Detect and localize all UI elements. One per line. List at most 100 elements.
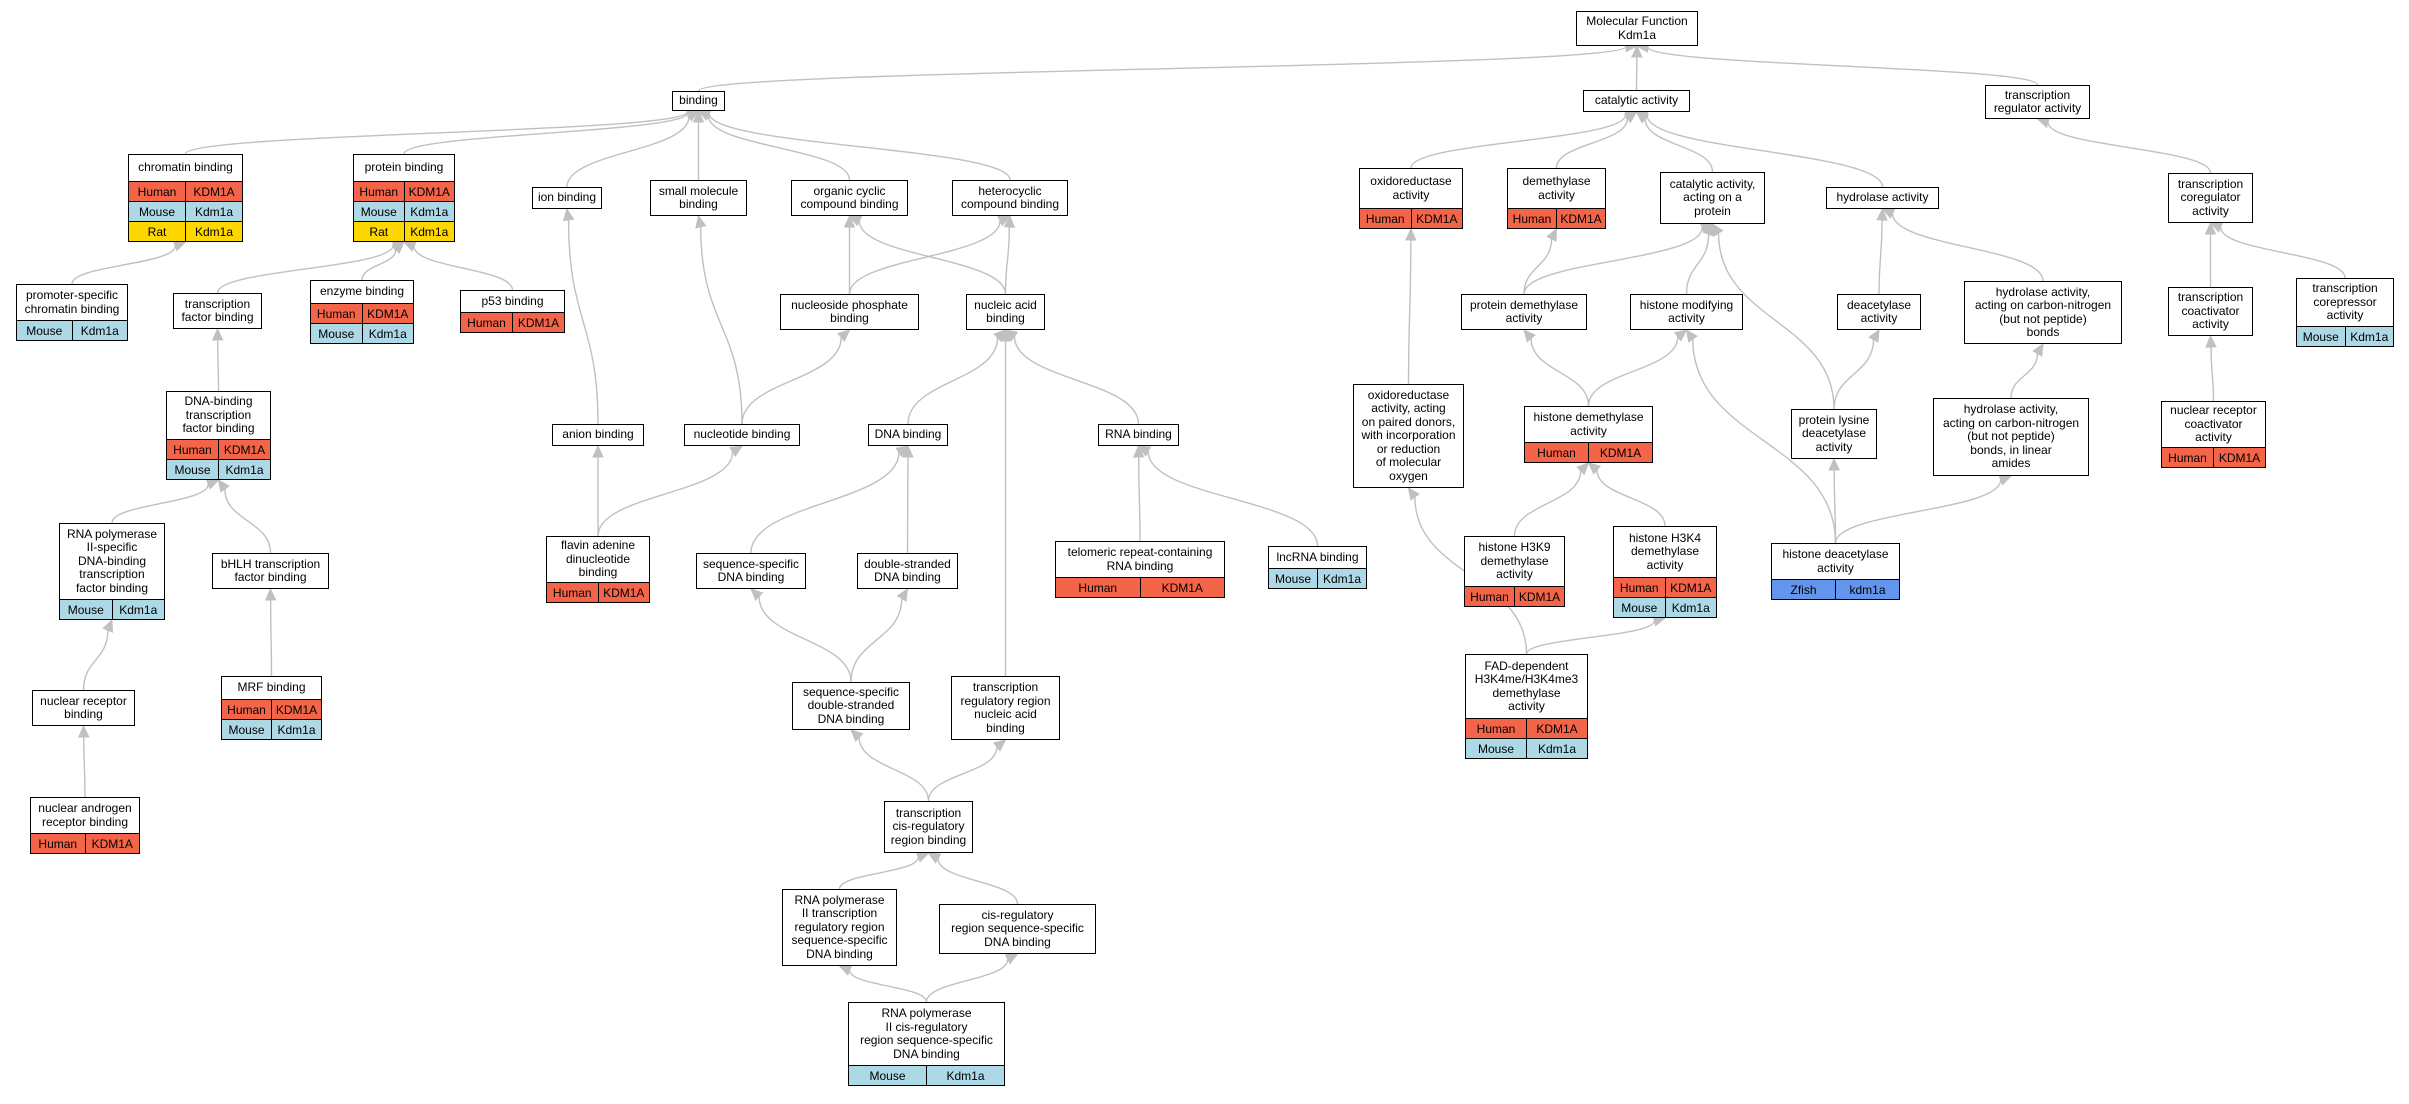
edge-histdemeth-to-protdemeth: [1531, 338, 1588, 406]
go-term-label: FAD-dependent H3K4me/H3K4me3 demethylase…: [1466, 655, 1587, 718]
edge-nucacid-to-hetero: [1006, 227, 1010, 294]
edge-demeth-to-catalytic: [1557, 118, 1628, 168]
go-term-node-dna[interactable]: DNA binding: [868, 424, 948, 446]
go-term-label: p53 binding: [461, 291, 564, 312]
go-term-label: RNA polymerase II cis-regulatory region …: [849, 1003, 1004, 1065]
go-term-label: nuclear androgen receptor binding: [31, 798, 139, 833]
go-term-label: protein demethylase activity: [1462, 295, 1586, 329]
go-term-node-smallmol[interactable]: small molecule binding: [650, 180, 747, 216]
species-label: Human: [1056, 578, 1140, 597]
go-term-node-trcoreg[interactable]: transcription coregulator activity: [2168, 173, 2253, 223]
edge-hydrocnlin-to-hydrocn: [2011, 353, 2037, 398]
arrowhead: [173, 241, 185, 250]
go-term-label: DNA binding: [869, 425, 947, 445]
go-term-node-fadh3k4[interactable]: FAD-dependent H3K4me/H3K4me3 demethylase…: [1465, 654, 1588, 759]
go-term-node-seqdna[interactable]: sequence-specific DNA binding: [696, 553, 806, 589]
go-term-label: sequence-specific DNA binding: [697, 554, 805, 588]
go-term-node-nucacid[interactable]: nucleic acid binding: [966, 294, 1045, 330]
gene-label: KDM1A: [2213, 448, 2265, 467]
go-term-node-binding[interactable]: binding: [672, 91, 725, 111]
go-term-node-ion[interactable]: ion binding: [532, 187, 602, 209]
species-label: Human: [167, 440, 218, 459]
go-term-node-rnapol2reg[interactable]: RNA polymerase II transcription regulato…: [782, 889, 897, 966]
edge-h3k4-to-histdemeth: [1597, 470, 1665, 526]
arrowhead: [213, 329, 223, 340]
species-label: Mouse: [1614, 598, 1665, 617]
go-term-node-anion[interactable]: anion binding: [552, 424, 644, 446]
edge-rnapol2cis-to-rnapol2reg: [850, 970, 927, 1002]
arrowhead: [994, 740, 1006, 751]
go-term-node-hydro[interactable]: hydrolase activity: [1826, 187, 1939, 209]
edge-nucrec_coact-to-trcoact: [2211, 347, 2213, 401]
go-term-label: histone modifying activity: [1631, 295, 1742, 329]
go-term-node-bhlh[interactable]: bHLH transcription factor binding: [212, 553, 329, 589]
go-term-label: protein binding: [354, 155, 454, 181]
go-term-node-rnapol2cis[interactable]: RNA polymerase II cis-regulatory region …: [848, 1002, 1005, 1086]
go-term-node-rna[interactable]: RNA binding: [1098, 424, 1179, 446]
go-term-node-rnapol2tf[interactable]: RNA polymerase II-specific DNA-binding t…: [59, 523, 165, 620]
gene-label: kdm1a: [1835, 580, 1899, 599]
go-term-node-dnatf[interactable]: DNA-binding transcription factor binding…: [166, 391, 271, 480]
go-term-node-histmod[interactable]: histone modifying activity: [1630, 294, 1743, 330]
arrowhead: [103, 620, 112, 632]
go-term-label: nucleotide binding: [685, 425, 799, 445]
go-term-node-deacet[interactable]: deacetylase activity: [1837, 294, 1921, 330]
edge-histdeacet-to-hydrocnlin: [1836, 480, 2001, 543]
go-term-node-trreg[interactable]: transcription regulator activity: [1985, 85, 2090, 119]
go-term-node-hetero[interactable]: heterocyclic compound binding: [952, 180, 1068, 216]
edge-seqdsdna-to-seqdna: [759, 596, 851, 682]
edge-dna-to-nucacid: [908, 338, 998, 424]
go-term-node-nucrec[interactable]: nuclear receptor binding: [32, 690, 135, 726]
go-term-label: transcription coregulator activity: [2169, 174, 2252, 222]
edge-oxido-to-catalytic: [1411, 115, 1626, 168]
go-term-node-cisreg[interactable]: cis-regulatory region sequence-specific …: [939, 904, 1096, 954]
go-term-node-dsdna[interactable]: double-stranded DNA binding: [857, 553, 958, 589]
go-term-node-catalytic[interactable]: catalytic activity: [1583, 90, 1690, 112]
edge-hydrocn-to-hydro: [1893, 214, 2043, 281]
go-term-node-organic[interactable]: organic cyclic compound binding: [791, 180, 908, 216]
edge-trcorep-to-trcoreg: [2221, 227, 2345, 278]
go-term-node-oxidopair[interactable]: oxidoreductase activity, acting on paire…: [1353, 384, 1464, 488]
edge-deacet-to-hydro: [1879, 220, 1882, 294]
go-term-node-seqdsdna[interactable]: sequence-specific double-stranded DNA bi…: [792, 682, 910, 730]
go-term-node-tfbind[interactable]: transcription factor binding: [173, 293, 262, 329]
edge-nucrec-to-rnapol2tf: [84, 630, 108, 690]
go-term-node-protlys[interactable]: protein lysine deacetylase activity: [1791, 409, 1877, 459]
go-term-node-trcis[interactable]: transcription cis-regulatory region bind…: [884, 801, 973, 853]
go-term-node-trregna[interactable]: transcription regulatory region nucleic …: [951, 676, 1060, 740]
go-term-node-hydrocn[interactable]: hydrolase activity, acting on carbon-nit…: [1964, 281, 2122, 344]
go-term-node-trcoact[interactable]: transcription coactivator activity: [2168, 287, 2253, 336]
edge-nucleotide-to-nucphos: [742, 337, 841, 424]
go-term-node-nucphos[interactable]: nucleoside phosphate binding: [780, 294, 919, 330]
go-term-label: double-stranded DNA binding: [858, 554, 957, 588]
gene-label: KDM1A: [185, 182, 242, 201]
go-term-node-nucleotide[interactable]: nucleotide binding: [684, 424, 800, 446]
go-term-node-protdemeth[interactable]: protein demethylase activity: [1461, 294, 1587, 330]
go-term-node-mf[interactable]: Molecular Function Kdm1a: [1576, 11, 1698, 46]
go-term-node-catprot[interactable]: catalytic activity, acting on a protein: [1660, 172, 1765, 224]
go-term-node-hydrocnlin[interactable]: hydrolase activity, acting on carbon-nit…: [1933, 398, 2089, 476]
